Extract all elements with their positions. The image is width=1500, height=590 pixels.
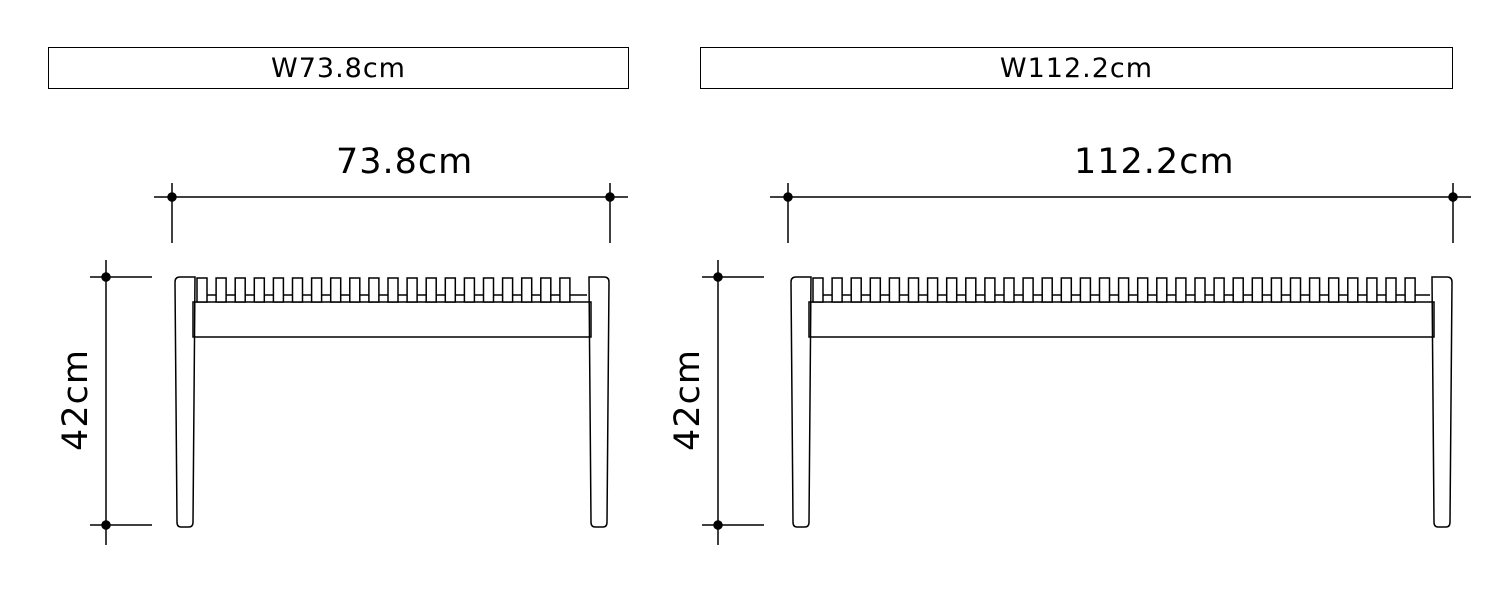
dimension-dot xyxy=(605,192,615,202)
right-leg xyxy=(588,276,610,528)
seat-rail xyxy=(192,301,592,338)
seat-slat xyxy=(1003,277,1015,303)
seat-slat xyxy=(463,277,476,303)
bench-large-title: W112.2cm xyxy=(700,47,1453,89)
seat-slat xyxy=(1366,277,1378,303)
dimension-dot xyxy=(713,272,723,282)
bench-small-title: W73.8cm xyxy=(48,47,629,89)
seat-slat xyxy=(1041,277,1053,303)
seat-slat xyxy=(444,277,457,303)
seat-slat xyxy=(984,277,996,303)
seat-slat xyxy=(1327,277,1340,303)
seat-slat xyxy=(1022,277,1034,303)
seat-slat xyxy=(349,277,361,303)
dimension-dot xyxy=(101,272,111,282)
seat-slat xyxy=(1098,277,1111,303)
seat-slat xyxy=(907,277,920,303)
seat-slat xyxy=(1194,277,1206,303)
seat-slat xyxy=(310,277,323,303)
seat-slat xyxy=(406,277,418,303)
seat-slat xyxy=(520,277,533,303)
seat-slat xyxy=(1404,277,1416,303)
seat-slat xyxy=(291,277,304,303)
seat-slat xyxy=(1156,277,1168,303)
seat-slat xyxy=(196,277,208,303)
seat-slat xyxy=(272,277,285,303)
seat-slat xyxy=(869,277,882,303)
seat-slat xyxy=(1232,277,1244,303)
left-leg xyxy=(174,276,196,528)
seat-slat xyxy=(215,277,227,303)
seat-slat xyxy=(1079,277,1092,303)
seat-slat xyxy=(945,277,958,303)
seat-slat xyxy=(368,277,380,303)
seat-slat xyxy=(540,277,552,303)
dimension-dot xyxy=(101,520,111,530)
seat-slat xyxy=(425,277,437,303)
seat-slat xyxy=(1060,277,1073,303)
seat-rail xyxy=(808,301,1435,338)
seat-slat xyxy=(559,277,571,303)
seat-slat xyxy=(253,277,266,303)
dimension-dot xyxy=(713,520,723,530)
dimension-dot xyxy=(167,192,177,202)
seat-slat xyxy=(1136,277,1149,303)
right-leg xyxy=(1431,276,1453,528)
seat-slat xyxy=(1289,277,1302,303)
seat-slat xyxy=(387,277,399,303)
bench-large-width-label: 112.2cm xyxy=(1074,142,1235,182)
seat-slat xyxy=(1347,277,1359,303)
seat-slat xyxy=(1213,277,1225,303)
bench-small-width-label: 73.8cm xyxy=(336,142,474,182)
seat-slat xyxy=(888,277,901,303)
seat-slat xyxy=(482,277,495,303)
seat-slat xyxy=(1251,277,1264,303)
seat-slat xyxy=(812,277,824,303)
seat-slat xyxy=(850,277,862,303)
seat-slat xyxy=(1270,277,1283,303)
seat-slat xyxy=(1175,277,1187,303)
seat-slat xyxy=(1308,277,1321,303)
seat-slat xyxy=(1117,277,1130,303)
seat-slat xyxy=(831,277,843,303)
dimension-dot xyxy=(1448,192,1458,202)
seat-slat xyxy=(501,277,514,303)
seat-slat xyxy=(234,277,246,303)
seat-slat xyxy=(926,277,939,303)
dimension-dot xyxy=(783,192,793,202)
seat-slat xyxy=(965,277,977,303)
seat-slat xyxy=(329,277,342,303)
left-leg xyxy=(790,276,812,528)
seat-slat xyxy=(1385,277,1397,303)
